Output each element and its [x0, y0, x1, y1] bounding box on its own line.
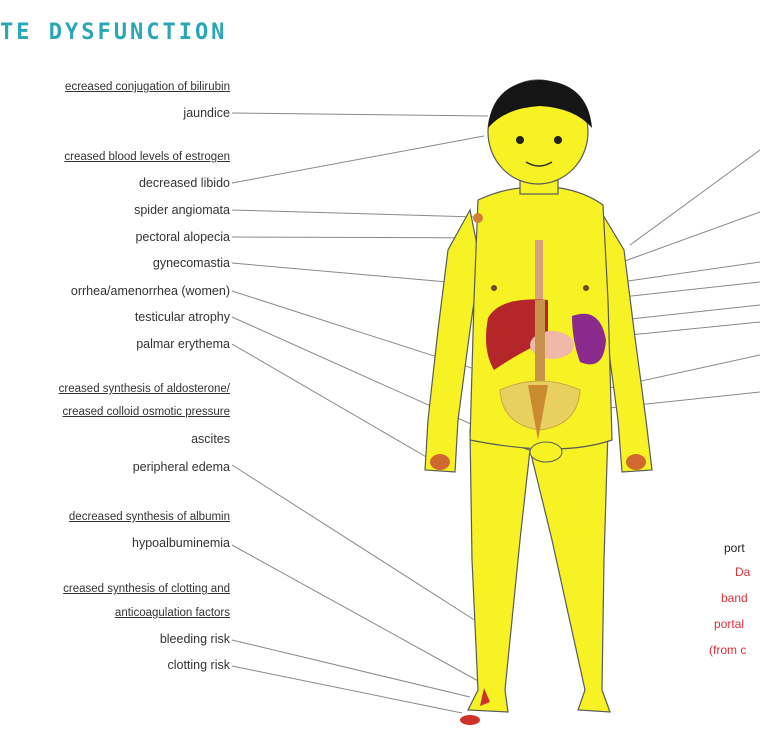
palmar-erythema-left: [430, 454, 450, 470]
spider-angioma-spot: [473, 213, 483, 223]
nipple-right: [583, 285, 589, 291]
genital-area: [530, 442, 562, 462]
vessel: [535, 300, 545, 390]
bleeding-spot: [460, 715, 480, 725]
nipple-left: [491, 285, 497, 291]
esophagus: [535, 240, 543, 300]
palmar-erythema-right: [626, 454, 646, 470]
